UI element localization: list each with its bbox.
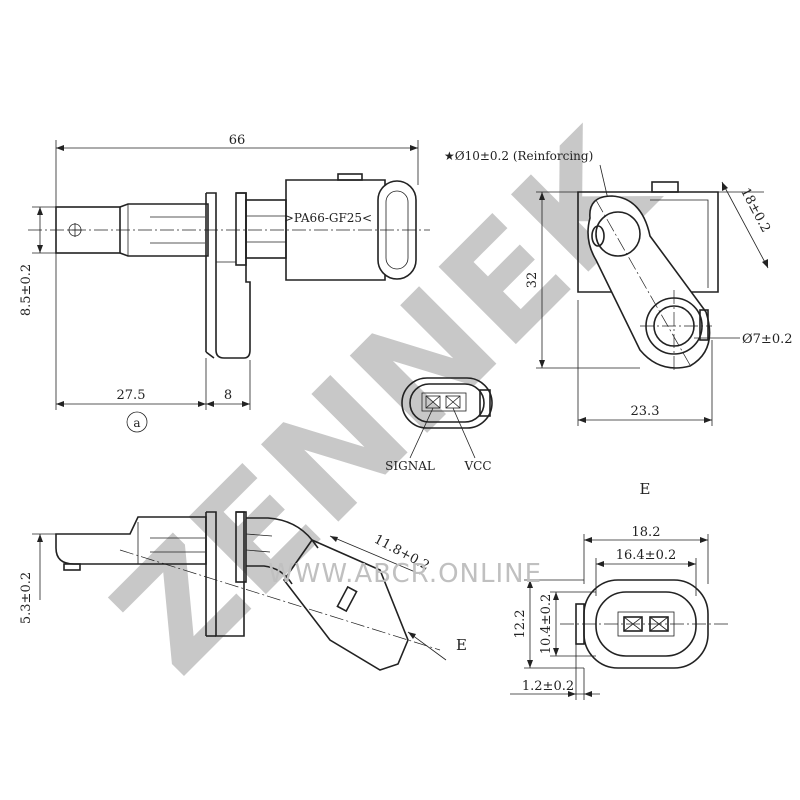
dim-height-32: 32 <box>525 272 540 289</box>
dim-diag-18: 18±0.2 <box>737 186 773 236</box>
dim-width-23-3: 23.3 <box>631 404 660 419</box>
reinforcing-note: ★Ø10±0.2 (Reinforcing) <box>444 149 593 163</box>
arrow-e-label: E <box>456 636 467 654</box>
pin-signal-label: SIGNAL <box>385 459 435 473</box>
dim-ear-8: 8 <box>224 388 232 403</box>
dim-body-27-5: 27.5 <box>117 388 146 403</box>
url-watermark: WWW.ABCR.ONLINE <box>268 559 542 589</box>
dim-step-1-2: 1.2±0.2 <box>522 679 574 694</box>
connector-pinout: SIGNAL VCC <box>385 377 493 473</box>
material-label: >PA66-GF25< <box>284 211 372 225</box>
top-view: 66 >PA66-GF25< 8.5±0.2 <box>19 133 430 433</box>
dim-height-8-5: 8.5±0.2 <box>19 264 34 316</box>
dim-height-5-3: 5.3±0.2 <box>19 572 34 624</box>
view-e-title: E <box>640 480 651 498</box>
pin-vcc-label: VCC <box>463 459 491 473</box>
view-marker-a: a <box>133 416 140 430</box>
dim-outer-18-2: 18.2 <box>632 525 661 540</box>
dim-h-outer-12-2: 12.2 <box>513 610 528 639</box>
dim-h-inner-10-4: 10.4±0.2 <box>539 594 554 655</box>
dim-inner-16-4: 16.4±0.2 <box>616 548 677 563</box>
dim-hole-7: Ø7±0.2 <box>742 332 793 347</box>
view-e: E 18.2 16.4±0.2 12.2 <box>510 480 730 700</box>
dim-length-66: 66 <box>229 133 246 148</box>
